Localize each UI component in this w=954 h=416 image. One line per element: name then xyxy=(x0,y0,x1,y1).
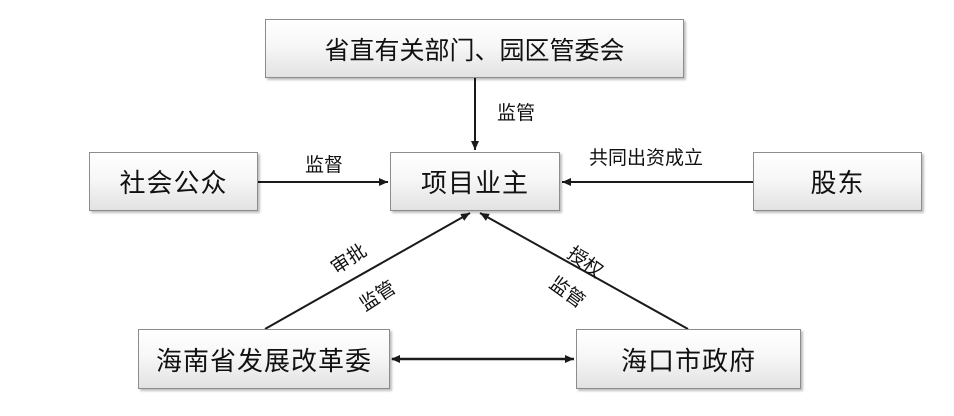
node-project-owner: 项目业主 xyxy=(390,152,560,211)
edge-label-supervise-top: 监管 xyxy=(497,102,536,124)
edge-label-cofund: 共同出资成立 xyxy=(589,147,704,169)
node-label: 项目业主 xyxy=(420,169,529,199)
arrow-city-to-owner xyxy=(479,212,689,330)
node-haikou-government: 海口市政府 xyxy=(576,329,801,389)
node-label: 省直有关部门、园区管委会 xyxy=(324,35,625,65)
arrow-ndrc-to-owner xyxy=(264,212,471,330)
node-shareholder: 股东 xyxy=(753,152,922,211)
node-label: 社会公众 xyxy=(119,169,228,199)
node-provincial-departments: 省直有关部门、园区管委会 xyxy=(265,19,684,78)
edge-label-oversee: 监督 xyxy=(305,154,344,176)
node-label: 海口市政府 xyxy=(620,346,756,377)
node-label: 海南省发展改革委 xyxy=(155,346,372,377)
node-hainan-ndrc: 海南省发展改革委 xyxy=(138,329,390,389)
node-public: 社会公众 xyxy=(89,152,258,211)
node-label: 股东 xyxy=(810,169,865,199)
